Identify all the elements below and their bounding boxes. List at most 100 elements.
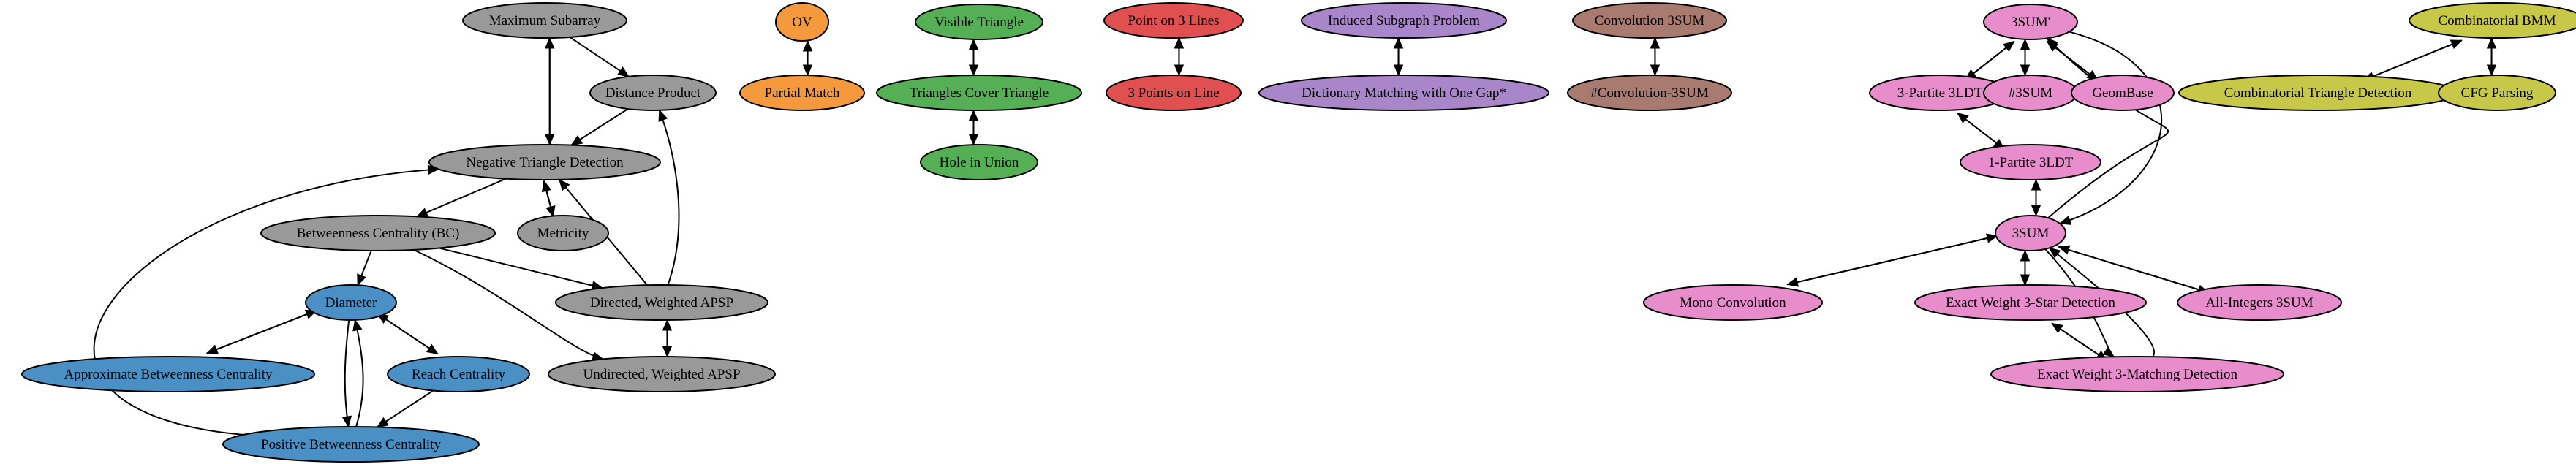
edge-matching_det-to-star_det — [2051, 322, 2108, 362]
edge-line — [2047, 40, 2099, 81]
edge-metricity-to-neg_triangle — [541, 180, 554, 217]
edge-neg_triangle-to-betweenness — [416, 178, 507, 218]
edge-matching_det-to-threesum — [2048, 247, 2155, 357]
edge-comb_triangle-to-comb_bmm — [2363, 39, 2463, 81]
node-ellipse — [1960, 144, 2101, 180]
node-max-subarray: Maximum Subarray — [462, 2, 627, 39]
node-label: #Convolution-3SUM — [1590, 85, 1709, 101]
arrowhead — [2020, 249, 2031, 262]
arrowhead — [376, 417, 389, 428]
node-ellipse — [589, 75, 717, 111]
node-ellipse — [387, 356, 530, 392]
node-conv3sum: Convolution 3SUM — [1572, 2, 1727, 39]
node-metricity: Metricity — [517, 215, 609, 251]
node-partial-match: Partial Match — [739, 75, 865, 111]
node-dir-apsp: Directed, Weighted APSP — [555, 284, 768, 321]
edge-line — [354, 319, 364, 427]
node-label: Betweenness Centrality (BC) — [297, 226, 460, 241]
arrowhead — [357, 273, 366, 286]
node-threesum: 3SUM — [1995, 215, 2066, 251]
arrowhead — [662, 319, 673, 331]
edge-line — [570, 108, 629, 146]
node-label: Directed, Weighted APSP — [590, 295, 733, 311]
node-induced-subgraph: Induced Subgraph Problem — [1301, 2, 1507, 39]
node-sharp-conv3sum: #Convolution-3SUM — [1567, 75, 1732, 111]
node-label: Reach Centrality — [412, 367, 506, 382]
arrowhead — [2048, 247, 2061, 259]
node-ellipse — [222, 426, 480, 463]
arrowhead — [2102, 346, 2115, 358]
edge-points_line-to-point_3lines — [1174, 37, 1185, 76]
arrowhead — [1985, 233, 1998, 243]
node-label: Convolution 3SUM — [1595, 13, 1705, 28]
node-onepartite: 1-Partite 3LDT — [1960, 144, 2101, 180]
arrowhead — [416, 208, 429, 217]
node-label: Mono Convolution — [1680, 295, 1786, 311]
node-betweenness: Betweenness Centrality (BC) — [260, 215, 496, 251]
arrowhead — [352, 319, 363, 332]
node-ellipse — [876, 75, 1082, 111]
edge-all_int-to-threesum — [2058, 245, 2210, 294]
edge-line — [569, 37, 630, 77]
node-comb-triangle: Combinatorial Triangle Detection — [2178, 75, 2458, 111]
node-ellipse — [1103, 2, 1244, 39]
node-ellipse — [739, 75, 865, 111]
node-label: #3SUM — [2009, 85, 2052, 101]
node-positive-bc: Positive Betweenness Centrality — [222, 426, 480, 463]
node-label: 3SUM' — [2011, 15, 2050, 30]
edge-line — [439, 247, 603, 289]
node-ellipse — [517, 215, 609, 251]
arrowhead — [2003, 40, 2015, 52]
node-ellipse — [1258, 75, 1549, 111]
edge-undir_apsp-to-dir_apsp — [662, 319, 673, 357]
node-ellipse — [920, 144, 1038, 180]
node-label: Undirected, Weighted APSP — [583, 367, 740, 382]
edge-triangles_cover-to-visible_triangle — [968, 38, 979, 76]
node-cfg: CFG Parsing — [2438, 75, 2556, 111]
node-ellipse — [2409, 2, 2576, 39]
node-label: Partial Match — [765, 85, 840, 101]
node-label: Hole in Union — [940, 155, 1019, 170]
arrowhead — [617, 66, 630, 77]
edge-positive_bc-to-diameter — [352, 319, 364, 427]
node-reach: Reach Centrality — [387, 356, 530, 392]
node-undir-apsp: Undirected, Weighted APSP — [548, 356, 776, 392]
edge-approx_bc-to-diameter — [206, 309, 317, 354]
arrowhead — [658, 109, 668, 122]
arrowhead — [2058, 245, 2071, 255]
node-label: Induced Subgraph Problem — [1328, 13, 1480, 28]
edge-geombase-to-threesum_prime — [2046, 40, 2099, 81]
edge-line — [377, 313, 439, 355]
node-ellipse — [555, 284, 768, 321]
node-ellipse — [462, 2, 627, 39]
edge-hole_union-to-triangles_cover — [968, 109, 979, 145]
arrowhead — [544, 37, 555, 49]
node-label: Distance Product — [605, 85, 701, 101]
node-label: Maximum Subarray — [489, 13, 601, 28]
edge-tripartite-to-threesum_prime — [1965, 40, 2015, 80]
node-label: OV — [792, 15, 812, 30]
edge-line — [2058, 246, 2210, 294]
node-all-int: All-Integers 3SUM — [2177, 284, 2342, 321]
node-ellipse — [1990, 356, 2284, 392]
arrowhead — [559, 178, 570, 191]
arrowhead — [2020, 38, 2031, 50]
edge-betweenness-to-dir_apsp — [439, 247, 604, 291]
edge-onepartite-to-tripartite — [1957, 112, 2005, 150]
arrowhead — [2450, 39, 2463, 50]
node-ellipse — [21, 356, 315, 392]
node-comb-bmm: Combinatorial BMM — [2409, 2, 2576, 39]
node-ellipse — [1301, 2, 1507, 39]
arrowhead — [2486, 37, 2497, 49]
node-threesum-prime: 3SUM' — [1983, 4, 2078, 40]
node-ellipse — [305, 284, 397, 321]
node-label: Exact Weight 3-Matching Detection — [2037, 367, 2238, 382]
arrowhead — [570, 135, 583, 146]
arrowhead — [968, 109, 979, 121]
node-label: Exact Weight 3-Star Detection — [1946, 295, 2115, 311]
arrowhead — [1957, 112, 1969, 123]
edge-threesum-to-threesum_prime — [2046, 37, 2169, 218]
edge-distance_product-to-neg_triangle — [570, 108, 629, 146]
edge-sharp_conv3sum-to-conv3sum — [1650, 37, 1661, 76]
node-triangles-cover: Triangles Cover Triangle — [876, 75, 1082, 111]
